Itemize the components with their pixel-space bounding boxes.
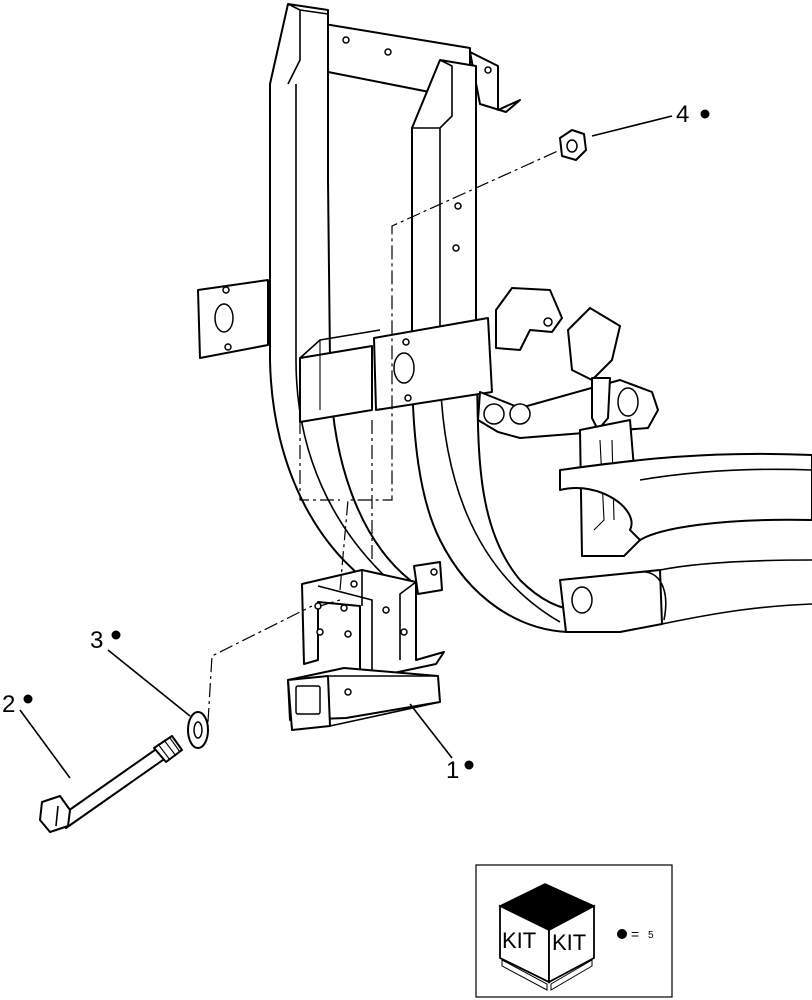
callout-number: 3 [90,627,103,654]
callout-4: 4 [676,101,710,128]
bolt [39,735,183,833]
callout-number: 1 [446,757,459,784]
callout-number: 4 [676,101,689,128]
kit-dot-marker [23,694,33,704]
hitch-receiver-bracket [287,569,445,731]
kit-dot-marker [111,630,121,640]
kit-label-left: KIT [502,928,536,953]
leader-line-1 [409,703,453,759]
kit-label-right: KIT [552,930,586,955]
kit-dot-marker [700,109,710,119]
leader-line-3 [107,649,191,717]
kit-dot-marker [617,929,627,939]
callout-3: 3 [90,627,121,654]
legend-quantity: 5 [648,930,654,941]
kit-legend: KIT KIT = 5 [475,864,673,998]
callout-number: 2 [2,691,15,718]
washer [187,711,209,749]
callout-2: 2 [2,691,33,718]
callout-1: 1 [446,757,474,784]
leader-line-4 [591,115,673,137]
frame-assembly [197,3,812,633]
leader-line-2 [19,709,71,779]
assembly-path-line-2 [299,420,373,560]
kit-box-icon: KIT KIT [498,883,596,991]
legend-equals: = [631,926,639,942]
nut [559,129,587,161]
assembly-path-line [207,149,561,723]
kit-dot-marker [464,760,474,770]
